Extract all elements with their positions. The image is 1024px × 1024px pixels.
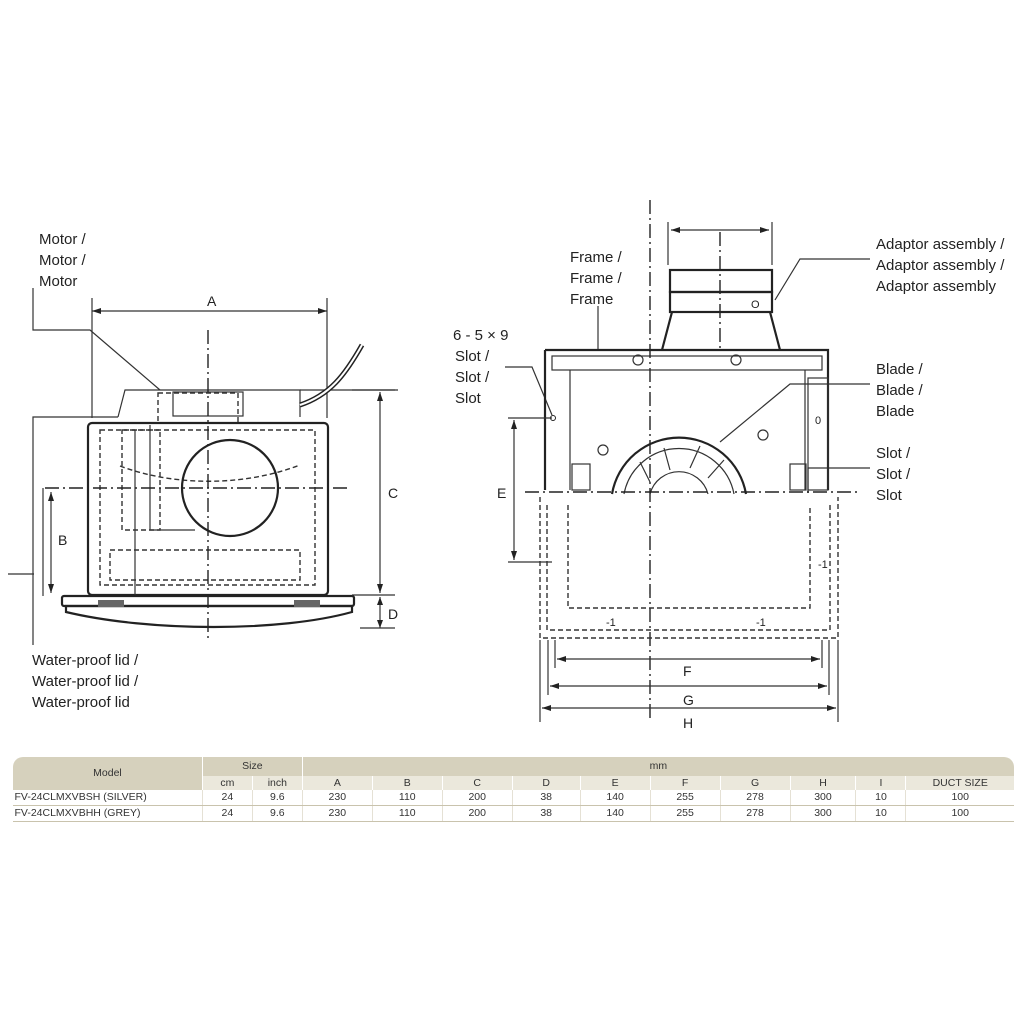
value-cell: 200 — [441, 790, 513, 806]
value-cell: 230 — [301, 805, 373, 822]
col-header-f: F — [649, 776, 721, 790]
model-cell: FV-24CLMXVBSH (SILVER) — [12, 790, 203, 806]
value-cell: 300 — [789, 805, 856, 822]
adaptor-label-1: Adaptor assembly / — [876, 236, 1005, 253]
slot-label-1: Slot / — [876, 445, 911, 462]
adaptor-label-2: Adaptor assembly / — [876, 257, 1005, 274]
col-header-duct-size: DUCT SIZE — [905, 776, 1014, 790]
slot-label-2: Slot / — [876, 466, 911, 483]
value-cell: 300 — [789, 790, 856, 806]
frame-label-2: Frame / — [570, 270, 623, 287]
value-cell: 100 — [905, 790, 1014, 806]
model-cell: FV-24CLMXVBHH (GREY) — [12, 805, 203, 822]
dimension-b: B — [58, 532, 67, 548]
adaptor-label-3: Adaptor assembly — [876, 278, 997, 295]
blade-label-3: Blade — [876, 403, 914, 420]
inch-cell: 9.6 — [251, 790, 303, 806]
slot-label-3: Slot — [876, 487, 903, 504]
size-header: Size — [201, 757, 303, 776]
value-cell: 110 — [371, 790, 443, 806]
frame-label-3: Frame — [570, 291, 613, 308]
motor-label-3: Motor — [39, 273, 77, 290]
value-cell: 255 — [649, 790, 721, 806]
value-cell: 278 — [719, 805, 791, 822]
waterproof-lid-label-1: Water-proof lid / — [32, 652, 139, 669]
dimension-e: E — [497, 485, 506, 501]
svg-text:-1: -1 — [756, 617, 766, 629]
cm-header: cm — [201, 776, 253, 790]
cm-cell: 24 — [201, 790, 253, 806]
value-cell: 10 — [855, 790, 906, 806]
table-row: FV-24CLMXVBSH (SILVER) 24 9.6 230 110 20… — [12, 790, 1014, 806]
col-header-g: G — [719, 776, 791, 790]
motor-label-2: Motor / — [39, 252, 87, 269]
svg-text:-1: -1 — [818, 559, 828, 571]
dimension-d: D — [388, 606, 398, 622]
value-cell: 140 — [579, 805, 651, 822]
slot-spec-label-4: Slot — [455, 390, 482, 407]
motor-label-1: Motor / — [39, 231, 87, 248]
slot-spec-label-3: Slot / — [455, 369, 490, 386]
front-view: Frame / Frame / Frame 6 - 5 × 9 Slot / S… — [453, 200, 1005, 731]
technical-drawing: Motor / Motor / Motor Water-proof lid / … — [8, 200, 1005, 731]
svg-text:0: 0 — [815, 415, 821, 427]
col-header-i: I — [855, 776, 906, 790]
col-header-a: A — [301, 776, 373, 790]
value-cell: 255 — [649, 805, 721, 822]
waterproof-lid-label-2: Water-proof lid / — [32, 673, 139, 690]
value-cell: 200 — [441, 805, 513, 822]
value-cell: 230 — [301, 790, 373, 806]
col-header-e: E — [579, 776, 651, 790]
slot-spec-label-1: 6 - 5 × 9 — [453, 327, 508, 344]
inch-header: inch — [251, 776, 303, 790]
dimension-c: C — [388, 485, 398, 501]
side-view: Motor / Motor / Motor Water-proof lid / … — [8, 231, 398, 711]
frame-label-1: Frame / — [570, 249, 623, 266]
cm-cell: 24 — [201, 805, 253, 822]
waterproof-lid-leader — [32, 416, 118, 645]
table-row: FV-24CLMXVBHH (GREY) 24 9.6 230 110 200 … — [12, 805, 1014, 822]
svg-text:O: O — [751, 299, 760, 311]
col-header-d: D — [511, 776, 581, 790]
col-header-b: B — [371, 776, 443, 790]
value-cell: 110 — [371, 805, 443, 822]
value-cell: 140 — [579, 790, 651, 806]
col-header-c: C — [441, 776, 513, 790]
dimension-f: F — [683, 663, 692, 679]
value-cell: 10 — [855, 805, 906, 822]
value-cell: 38 — [511, 805, 581, 822]
dimension-g: G — [683, 692, 694, 708]
blade-label-1: Blade / — [876, 361, 924, 378]
slot-spec-label-2: Slot / — [455, 348, 490, 365]
dimension-a: A — [207, 293, 217, 309]
col-header-h: H — [789, 776, 856, 790]
blade-label-2: Blade / — [876, 382, 924, 399]
model-header: Model — [12, 757, 203, 790]
svg-text:-1: -1 — [606, 617, 616, 629]
value-cell: 278 — [719, 790, 791, 806]
mm-header: mm — [301, 757, 1014, 776]
specification-table: Model Size mm cm inch A B C D E F G H I … — [12, 757, 1014, 822]
value-cell: 38 — [511, 790, 581, 806]
dimension-h: H — [683, 715, 693, 731]
motor-leader — [32, 288, 161, 391]
inch-cell: 9.6 — [251, 805, 303, 822]
waterproof-lid-label-3: Water-proof lid — [32, 694, 130, 711]
value-cell: 100 — [905, 805, 1014, 822]
